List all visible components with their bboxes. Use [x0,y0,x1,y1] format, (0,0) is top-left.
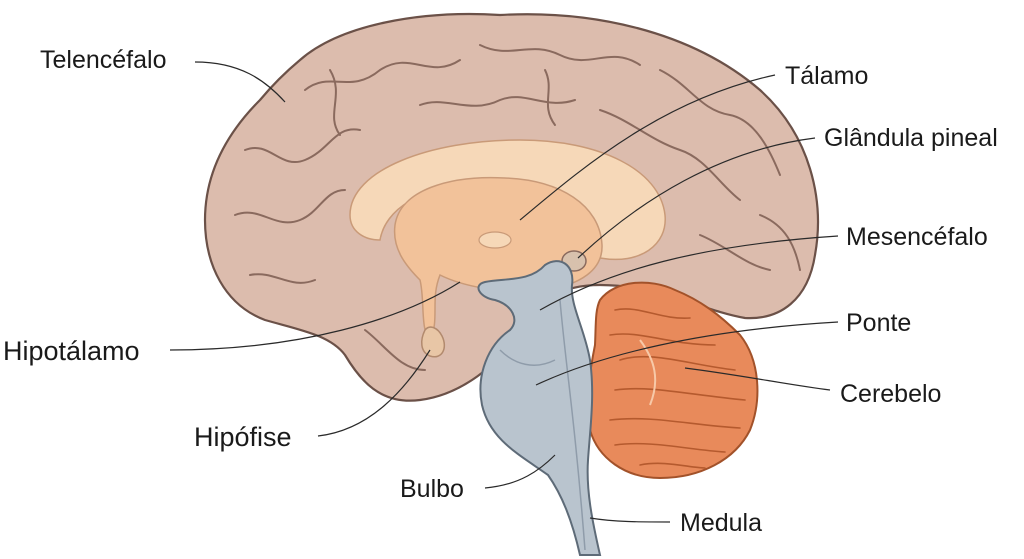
label-telencefalo: Telencéfalo [40,46,166,74]
label-bulbo: Bulbo [400,475,464,503]
labels: Telencéfalo Tálamo Glândula pineal Mesen… [3,46,998,537]
leader-mesencefalo [539,235,839,311]
pituitary-gland [420,326,446,358]
leader-hipotalamo [169,281,461,351]
label-ponte: Ponte [846,309,911,337]
label-cerebelo: Cerebelo [840,380,941,408]
leader-lines [169,61,839,523]
leader-telencefalo [194,61,286,103]
label-talamo: Tálamo [785,62,868,90]
brainstem-region [477,260,602,556]
label-medula: Medula [680,509,762,537]
label-glandula-pineal: Glândula pineal [824,124,998,152]
leader-cerebelo [684,367,831,391]
label-mesencefalo: Mesencéfalo [846,223,988,251]
label-hipofise: Hipófise [194,422,292,452]
leader-medula [589,517,671,523]
leader-ponte [535,321,839,386]
label-hipotalamo: Hipotálamo [3,336,140,366]
leader-talamo [519,74,776,221]
leader-hipofise [317,349,431,437]
leader-glandula-pineal [577,137,816,259]
leader-bulbo [484,454,556,489]
